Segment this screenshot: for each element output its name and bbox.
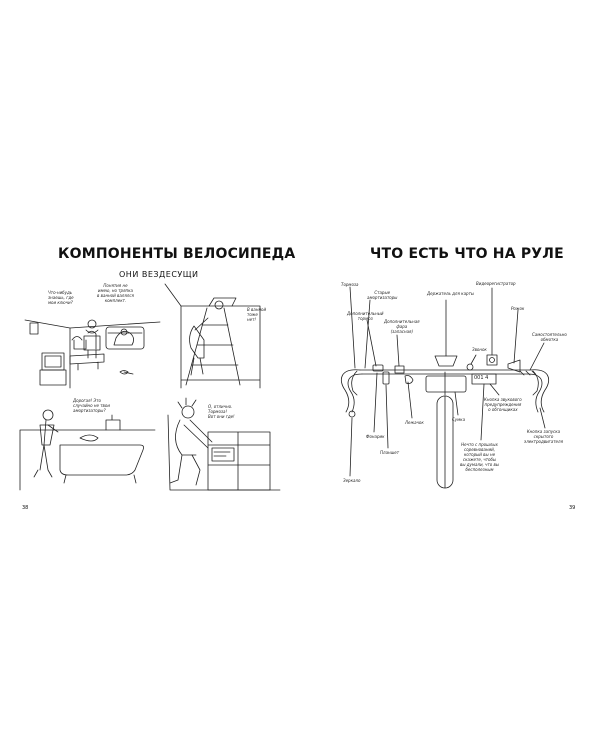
label-ribbon-button: Кнопка звукового предупреждения о обгонщ…	[484, 397, 522, 412]
extra-light-icon	[394, 365, 405, 374]
label-video-recorder: Видеорегистратор	[476, 281, 516, 286]
label-extra-brakes: Дополнительный тормоз	[347, 311, 384, 321]
label-mirror: Зеркало	[343, 478, 361, 483]
label-extra-grip: Дополнительная фара (запасная)	[384, 319, 420, 334]
comic-panel-bathtub	[19, 409, 156, 491]
page-number-left: 38	[22, 505, 29, 511]
comic-panel-living-room	[24, 319, 161, 389]
label-bag: Сумка	[452, 417, 466, 422]
label-hidden-button: Кнопка запуска скрытого электродвигателя	[524, 429, 563, 444]
flashlight-icon	[372, 364, 384, 372]
page-subtitle-left: ОНИ ВЕЗДЕСУЩИ	[119, 270, 199, 279]
label-brakes: Тормоза	[341, 282, 359, 287]
sofa-icon	[105, 326, 145, 350]
handlebar-right-drop	[529, 369, 550, 413]
handlebar-bag	[425, 375, 467, 393]
sausage-icon	[404, 375, 414, 384]
odometer-display: 001 4	[474, 375, 489, 381]
comic-panel-kitchen-shelf	[167, 397, 281, 491]
label-horn: Рожок	[511, 306, 525, 311]
grip-wrap	[519, 370, 537, 376]
wall-switch	[29, 322, 39, 335]
horn-icon	[507, 359, 521, 373]
label-tablet: Планшет	[380, 450, 400, 455]
label-comfort-grips: Самостоятельно обмотка	[532, 332, 567, 342]
brake-lever	[351, 370, 539, 396]
page-title-right: ЧТО ЕСТЬ ЧТО НА РУЛЕ	[370, 246, 564, 262]
handlebar-left-drop	[340, 369, 361, 413]
video-recorder-icon	[486, 354, 498, 366]
speech-bubble-bathroom: Понятия не имею, но тряпка в ванной валя…	[97, 283, 134, 303]
speech-bubble-attic: В ванной тоже нет!	[247, 307, 267, 322]
right-page: ЧТО ЕСТЬ ЧТО НА РУЛЕ 39	[300, 0, 600, 750]
speech-bubble-shocks: Дорогая! Это случайно не твои амортизато…	[73, 398, 110, 413]
speech-bubble-keys: Что-нибудь знаешь, где мои ключи?	[48, 290, 74, 305]
label-map-holder: Держатель для карты	[427, 291, 475, 296]
comic-panel-attic-ladder	[164, 283, 261, 389]
label-note: Нечто с прошлых соревнований, который вы…	[460, 442, 500, 472]
map-holder	[434, 355, 458, 367]
label-leader-lines	[349, 286, 546, 477]
left-page: КОМПОНЕНТЫ ВЕЛОСИПЕДА ОНИ ВЕЗДЕСУЩИ 38	[22, 246, 296, 511]
comic-illustrations	[19, 283, 281, 491]
label-sausage: Лежачок	[405, 420, 424, 425]
page-title-left: КОМПОНЕНТЫ ВЕЛОСИПЕДА	[58, 246, 296, 262]
bathtub-icon	[59, 444, 144, 476]
speech-bubble-brakes: О, отлично. Тормоза! Вот они где!	[208, 404, 235, 419]
tablet-icon	[382, 371, 390, 385]
label-flashlight: Фонарик	[366, 434, 385, 439]
label-rear-shocks: Старые амортизаторы	[367, 290, 398, 300]
mirror-icon	[348, 410, 356, 418]
bell-icon	[466, 363, 474, 371]
page-number-right: 39	[569, 505, 576, 511]
label-bell: Звонок	[472, 347, 487, 352]
